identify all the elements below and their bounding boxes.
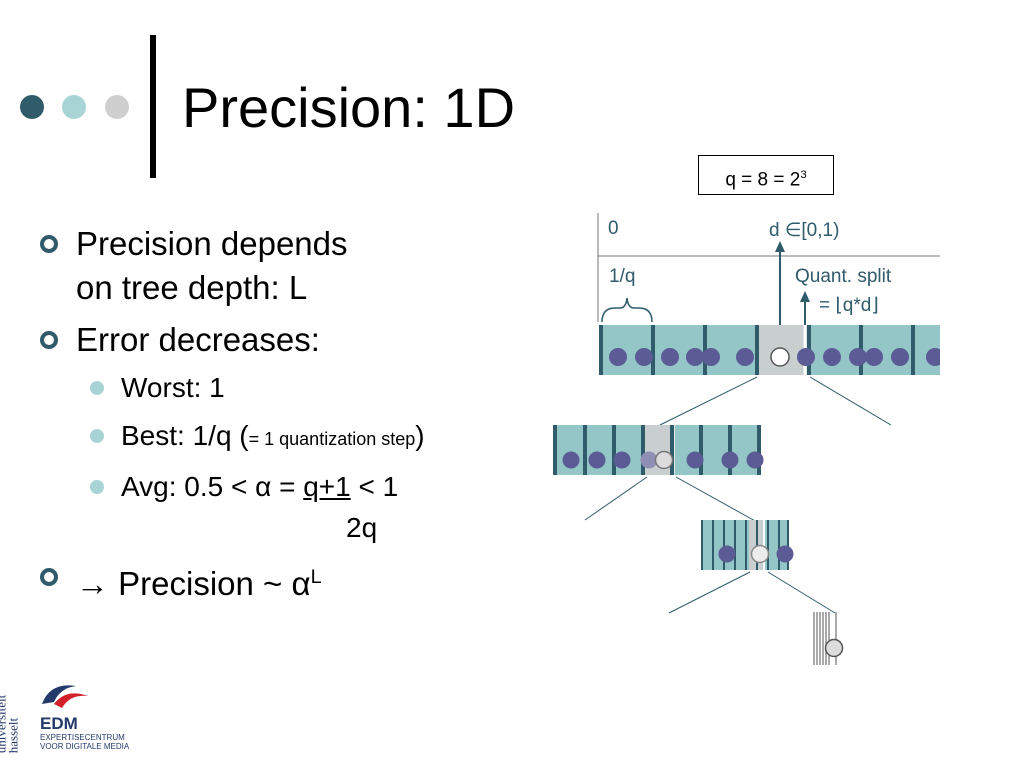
data-point — [562, 451, 580, 469]
data-point — [891, 348, 909, 366]
label-d: d ∈[0,1) — [769, 220, 839, 241]
data-point — [849, 348, 867, 366]
quantization-tree-diagram: 0 1 d ∈[0,1) 1/q Quant. split = ⌊q*d⌋ — [553, 213, 940, 665]
data-point — [721, 451, 739, 469]
level-2-divider — [728, 425, 732, 475]
data-point — [613, 451, 631, 469]
data-point — [746, 451, 764, 469]
decor-dot-gray — [105, 95, 129, 119]
query-point — [770, 347, 790, 367]
sub-bullet-list: Worst: 1 Best: 1/q (= 1 quantization ste… — [76, 364, 520, 545]
data-point — [661, 348, 679, 366]
decor-dot-teal — [62, 95, 86, 119]
level-3-divider — [723, 520, 725, 570]
level-2-divider — [641, 425, 645, 475]
data-point — [776, 545, 794, 563]
level-1-divider — [911, 325, 915, 375]
data-point — [635, 348, 653, 366]
tree-edge — [767, 571, 836, 614]
level-3-divider — [787, 520, 789, 570]
bullet-list: Precision depends on tree depth: L Error… — [40, 222, 520, 614]
q-value-box: q = 8 = 23 — [698, 155, 834, 195]
level-2-divider — [553, 425, 557, 475]
level-1-divider — [599, 325, 603, 375]
level-2-divider — [612, 425, 616, 475]
avg-denominator: 2q — [346, 512, 378, 543]
arrow-d-head — [775, 241, 785, 252]
label-one-over-q: 1/q — [609, 266, 635, 287]
logo-name: EDM — [40, 714, 78, 733]
level-1-buckets — [599, 325, 940, 375]
sub-bullet-avg: Avg: 0.5 < α = q+1 < 1 2q — [76, 463, 520, 545]
data-point — [797, 348, 815, 366]
title-divider — [150, 35, 156, 178]
query-point — [824, 638, 844, 658]
bullet-precision-depends: Precision depends on tree depth: L — [40, 222, 520, 310]
edm-logo: universiteit hasselt EDM EXPERTISECENTRU… — [0, 676, 130, 768]
data-point — [823, 348, 841, 366]
data-point — [926, 348, 940, 366]
level-3-buckets — [701, 520, 794, 572]
tree-edge — [659, 376, 758, 426]
level-2-divider — [699, 425, 703, 475]
level-3-divider — [756, 520, 758, 570]
data-point — [736, 348, 754, 366]
level-1-divider — [703, 325, 707, 375]
level-3-divider — [745, 520, 747, 570]
edm-swoosh-icon — [42, 685, 88, 708]
data-point — [588, 451, 606, 469]
level-2-divider — [583, 425, 587, 475]
data-point — [640, 451, 658, 469]
logo-subtitle: EXPERTISECENTRUM VOOR DIGITALE MEDIA — [40, 733, 130, 751]
label-quant-split: Quant. split — [795, 266, 892, 287]
tree-edge — [668, 571, 751, 614]
data-point — [865, 348, 883, 366]
page-title: Precision: 1D — [182, 76, 516, 139]
level-3-divider — [701, 520, 703, 570]
label-zero: 0 — [608, 218, 619, 239]
level-3-divider — [712, 520, 714, 570]
level-1-divider — [755, 325, 759, 375]
level-4-buckets — [813, 612, 844, 665]
data-point — [702, 348, 720, 366]
bullet-conclusion: → Precision ~ αL — [40, 555, 520, 606]
data-point — [718, 545, 736, 563]
level-2-divider — [757, 425, 761, 475]
decor-dot-dark — [20, 95, 44, 119]
sub-bullet-worst: Worst: 1 — [76, 364, 520, 412]
data-point — [609, 348, 627, 366]
data-point — [686, 451, 704, 469]
query-point — [654, 450, 674, 470]
level-3-divider — [767, 520, 769, 570]
level-2-buckets — [553, 425, 764, 475]
bullet-error-decreases: Error decreases: Worst: 1 Best: 1/q (= 1… — [40, 318, 520, 545]
tree-edge — [675, 476, 758, 523]
level-2-divider — [670, 425, 674, 475]
query-point — [750, 544, 770, 564]
data-point — [686, 348, 704, 366]
one-over-q-brace — [601, 297, 653, 323]
sub-bullet-best: Best: 1/q (= 1 quantization step) — [76, 412, 520, 463]
arrow-icon: → — [76, 565, 109, 602]
level-3-divider — [778, 520, 780, 570]
tree-edge — [809, 376, 892, 426]
level-1-divider — [651, 325, 655, 375]
tree-edge — [584, 476, 648, 521]
university-logo-text: universiteit hasselt — [0, 694, 21, 754]
label-floor: = ⌊q*d⌋ — [819, 295, 879, 316]
arrow-split-head — [800, 291, 810, 302]
level-3-divider — [734, 520, 736, 570]
